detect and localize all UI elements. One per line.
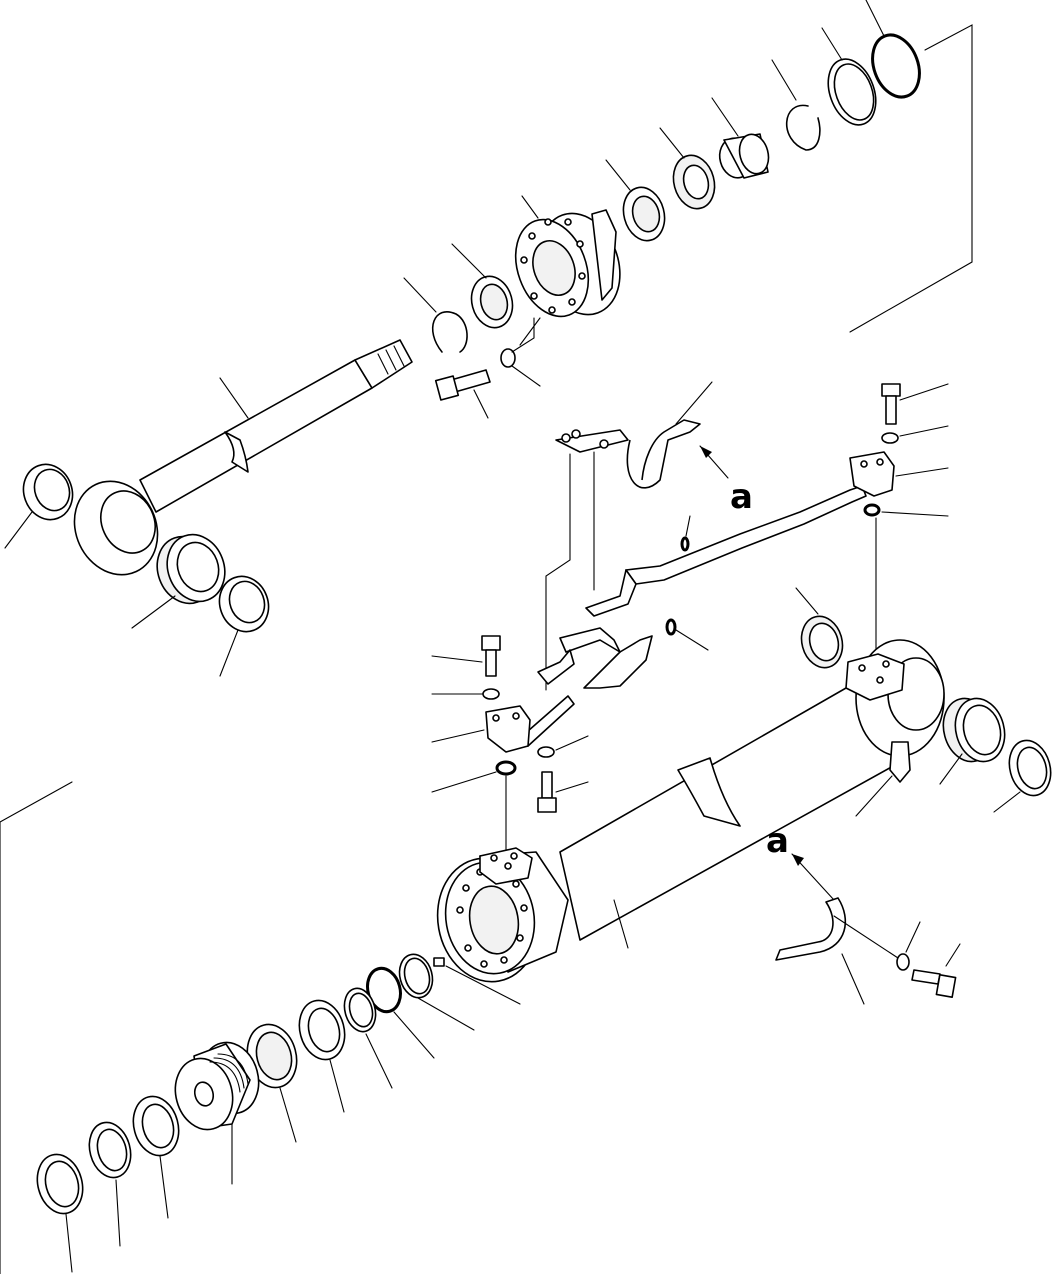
flange-bolt-upper-right [881, 383, 949, 425]
bottom-bushing [939, 697, 1006, 785]
head-backup-ring [821, 27, 877, 126]
rod-seal-3 [659, 127, 716, 210]
pipe-upper [545, 451, 867, 691]
clamp-bolt-center [537, 771, 589, 813]
cylinder-head [514, 195, 621, 346]
flange-o-ring-lower-left [431, 760, 517, 853]
rod-eye-bushing [131, 533, 226, 629]
rod-bushing [711, 97, 770, 179]
clamp-bolt-lower [911, 943, 961, 999]
clamp-washer-center [537, 735, 589, 758]
callout-a-lower: a [766, 821, 789, 861]
flange-o-ring-upper-right [863, 503, 949, 653]
flange-washer-upper-right [881, 425, 949, 444]
rod-eye-seal-right [218, 575, 270, 677]
head-bolt [434, 369, 491, 419]
piston-seal-ring [246, 1023, 298, 1143]
bottom-pin-seal [795, 587, 844, 669]
pipe-clamp-upper [555, 381, 713, 489]
callout-a-upper-arrow [699, 445, 729, 479]
frame-lines [0, 24, 973, 1274]
piston-nut-ring [132, 1095, 180, 1219]
piston-spacer [88, 1121, 132, 1247]
piston [174, 1041, 260, 1185]
cylinder-tube [559, 639, 945, 949]
piston-cushion-ring [36, 1153, 84, 1273]
head-o-ring [865, 0, 921, 99]
head-snap-ring [771, 59, 821, 151]
rod-seal-1 [451, 243, 514, 329]
callout-a-lower-arrow [791, 853, 835, 901]
snap-ring-head [403, 277, 468, 353]
rod-eye-seal-left [4, 463, 74, 549]
tube-set-screw [433, 957, 521, 1005]
flange-block-lower-left [431, 705, 531, 753]
pipe-clamp-lower [775, 897, 865, 1005]
piston-rod [73, 339, 413, 576]
piston-backup-ring [398, 953, 475, 1031]
head-bolt-washer [500, 317, 541, 387]
rod-seal-2 [605, 159, 666, 242]
clamp-washer-lower [833, 915, 921, 971]
flange-washer-lower-left [431, 688, 500, 700]
piston-wear-ring-1 [343, 987, 393, 1089]
flange-block-upper-right [849, 451, 949, 497]
flange-bolt-lower-left [431, 635, 501, 677]
callout-a-upper: a [730, 477, 753, 517]
piston-wear-ring-2 [298, 999, 346, 1113]
bottom-seal [993, 739, 1052, 813]
pipe-lower [519, 618, 709, 747]
cylinder-tube-front [436, 847, 569, 983]
